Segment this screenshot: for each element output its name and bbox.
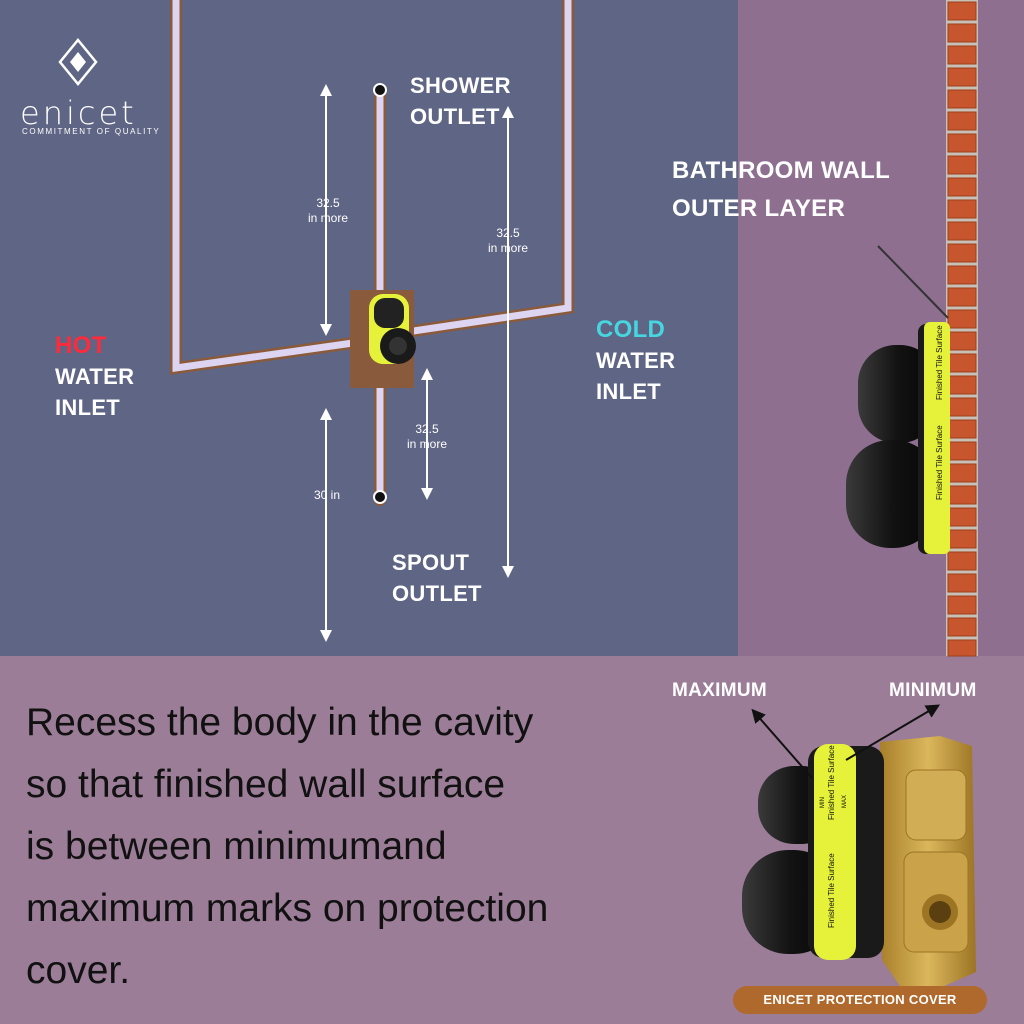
brand-logo-icon: [58, 38, 98, 86]
shower-outlet-line2: OUTLET: [410, 104, 500, 129]
instruction-text: Recess the body in the cavity so that fi…: [26, 692, 666, 1002]
hot-inlet-label: HOT WATER INLET: [55, 330, 134, 423]
dimension-upper-right: 32.5 in more: [473, 226, 543, 256]
dimension-lower-mid: 32.5 in more: [392, 422, 462, 452]
wall-pointer-line: [877, 245, 949, 319]
wall-protection-cover: Finished Tile Surface Finished Tile Surf…: [846, 322, 950, 554]
shower-outlet-cap: [373, 83, 387, 97]
cold-inlet-line2: INLET: [596, 379, 662, 404]
dimension-lower-mid-unit: in more: [406, 437, 447, 451]
photo-max-mark: MAX: [842, 795, 848, 808]
photo-min-mark: MIN: [820, 797, 826, 808]
photo-cover-tape-text: Finished Tile Surface: [827, 745, 836, 820]
dimension-upper-right-unit: in more: [487, 241, 528, 255]
dimension-upper-right-value: 32.5: [496, 226, 520, 240]
cold-word: COLD: [596, 316, 666, 343]
dimension-upper-left-value: 32.5: [316, 196, 340, 210]
instruction-line-5: cover.: [26, 949, 131, 992]
spout-outlet-line2: OUTLET: [392, 581, 482, 606]
dimension-upper-left-unit: in more: [307, 211, 348, 225]
wall-label-line1: BATHROOM WALL: [672, 157, 891, 184]
spout-outlet-cap: [373, 490, 387, 504]
instruction-line-3: is between minimumand: [26, 825, 447, 868]
brand-name: enicet: [20, 94, 137, 132]
wall-cover-tape-text: Finished Tile Surface: [935, 325, 944, 400]
dimension-upper-left: 32.5 in more: [293, 196, 363, 226]
instruction-line-1: Recess the body in the cavity: [26, 701, 534, 744]
dimension-floor: 30 in: [292, 488, 362, 503]
wall-cover-tape-text-lower: Finished Tile Surface: [935, 425, 944, 500]
product-photo: Finished Tile Surface Finished Tile Surf…: [742, 736, 976, 988]
photo-cover-tape-text-lower: Finished Tile Surface: [827, 853, 836, 928]
hot-word: HOT: [55, 332, 107, 359]
minimum-label: MINIMUM: [889, 680, 977, 701]
hot-inlet-line2: INLET: [55, 395, 121, 420]
brick-wall: [946, 0, 978, 657]
instruction-line-4: maximum marks on protection: [26, 887, 549, 930]
dimension-lower-mid-value: 32.5: [415, 422, 439, 436]
brand-tagline: COMMITMENT OF QUALITY: [22, 127, 161, 136]
spout-outlet-label: SPOUT OUTLET: [392, 547, 482, 609]
dimension-floor-value: 30 in: [313, 488, 341, 502]
shower-outlet-label: SHOWER OUTLET: [410, 70, 511, 132]
instruction-line-2: so that finished wall surface: [26, 763, 506, 806]
shower-outlet-line1: SHOWER: [410, 73, 511, 98]
cold-inlet-line1: WATER: [596, 348, 676, 373]
cold-inlet-label: COLD WATER INLET: [596, 314, 675, 407]
bathroom-wall-label: BATHROOM WALL OUTER LAYER: [672, 152, 890, 228]
maximum-label: MAXIMUM: [672, 680, 767, 701]
wall-label-line2: OUTER LAYER: [672, 195, 846, 222]
hot-inlet-line1: WATER: [55, 364, 135, 389]
protection-cover-caption: ENICET PROTECTION COVER: [733, 986, 987, 1014]
min-max-pointers: [751, 704, 941, 779]
spout-outlet-line1: SPOUT: [392, 550, 470, 575]
pipe-network: [170, 0, 574, 506]
diverter-valve: [350, 290, 416, 388]
dimension-arrows: [320, 84, 514, 642]
